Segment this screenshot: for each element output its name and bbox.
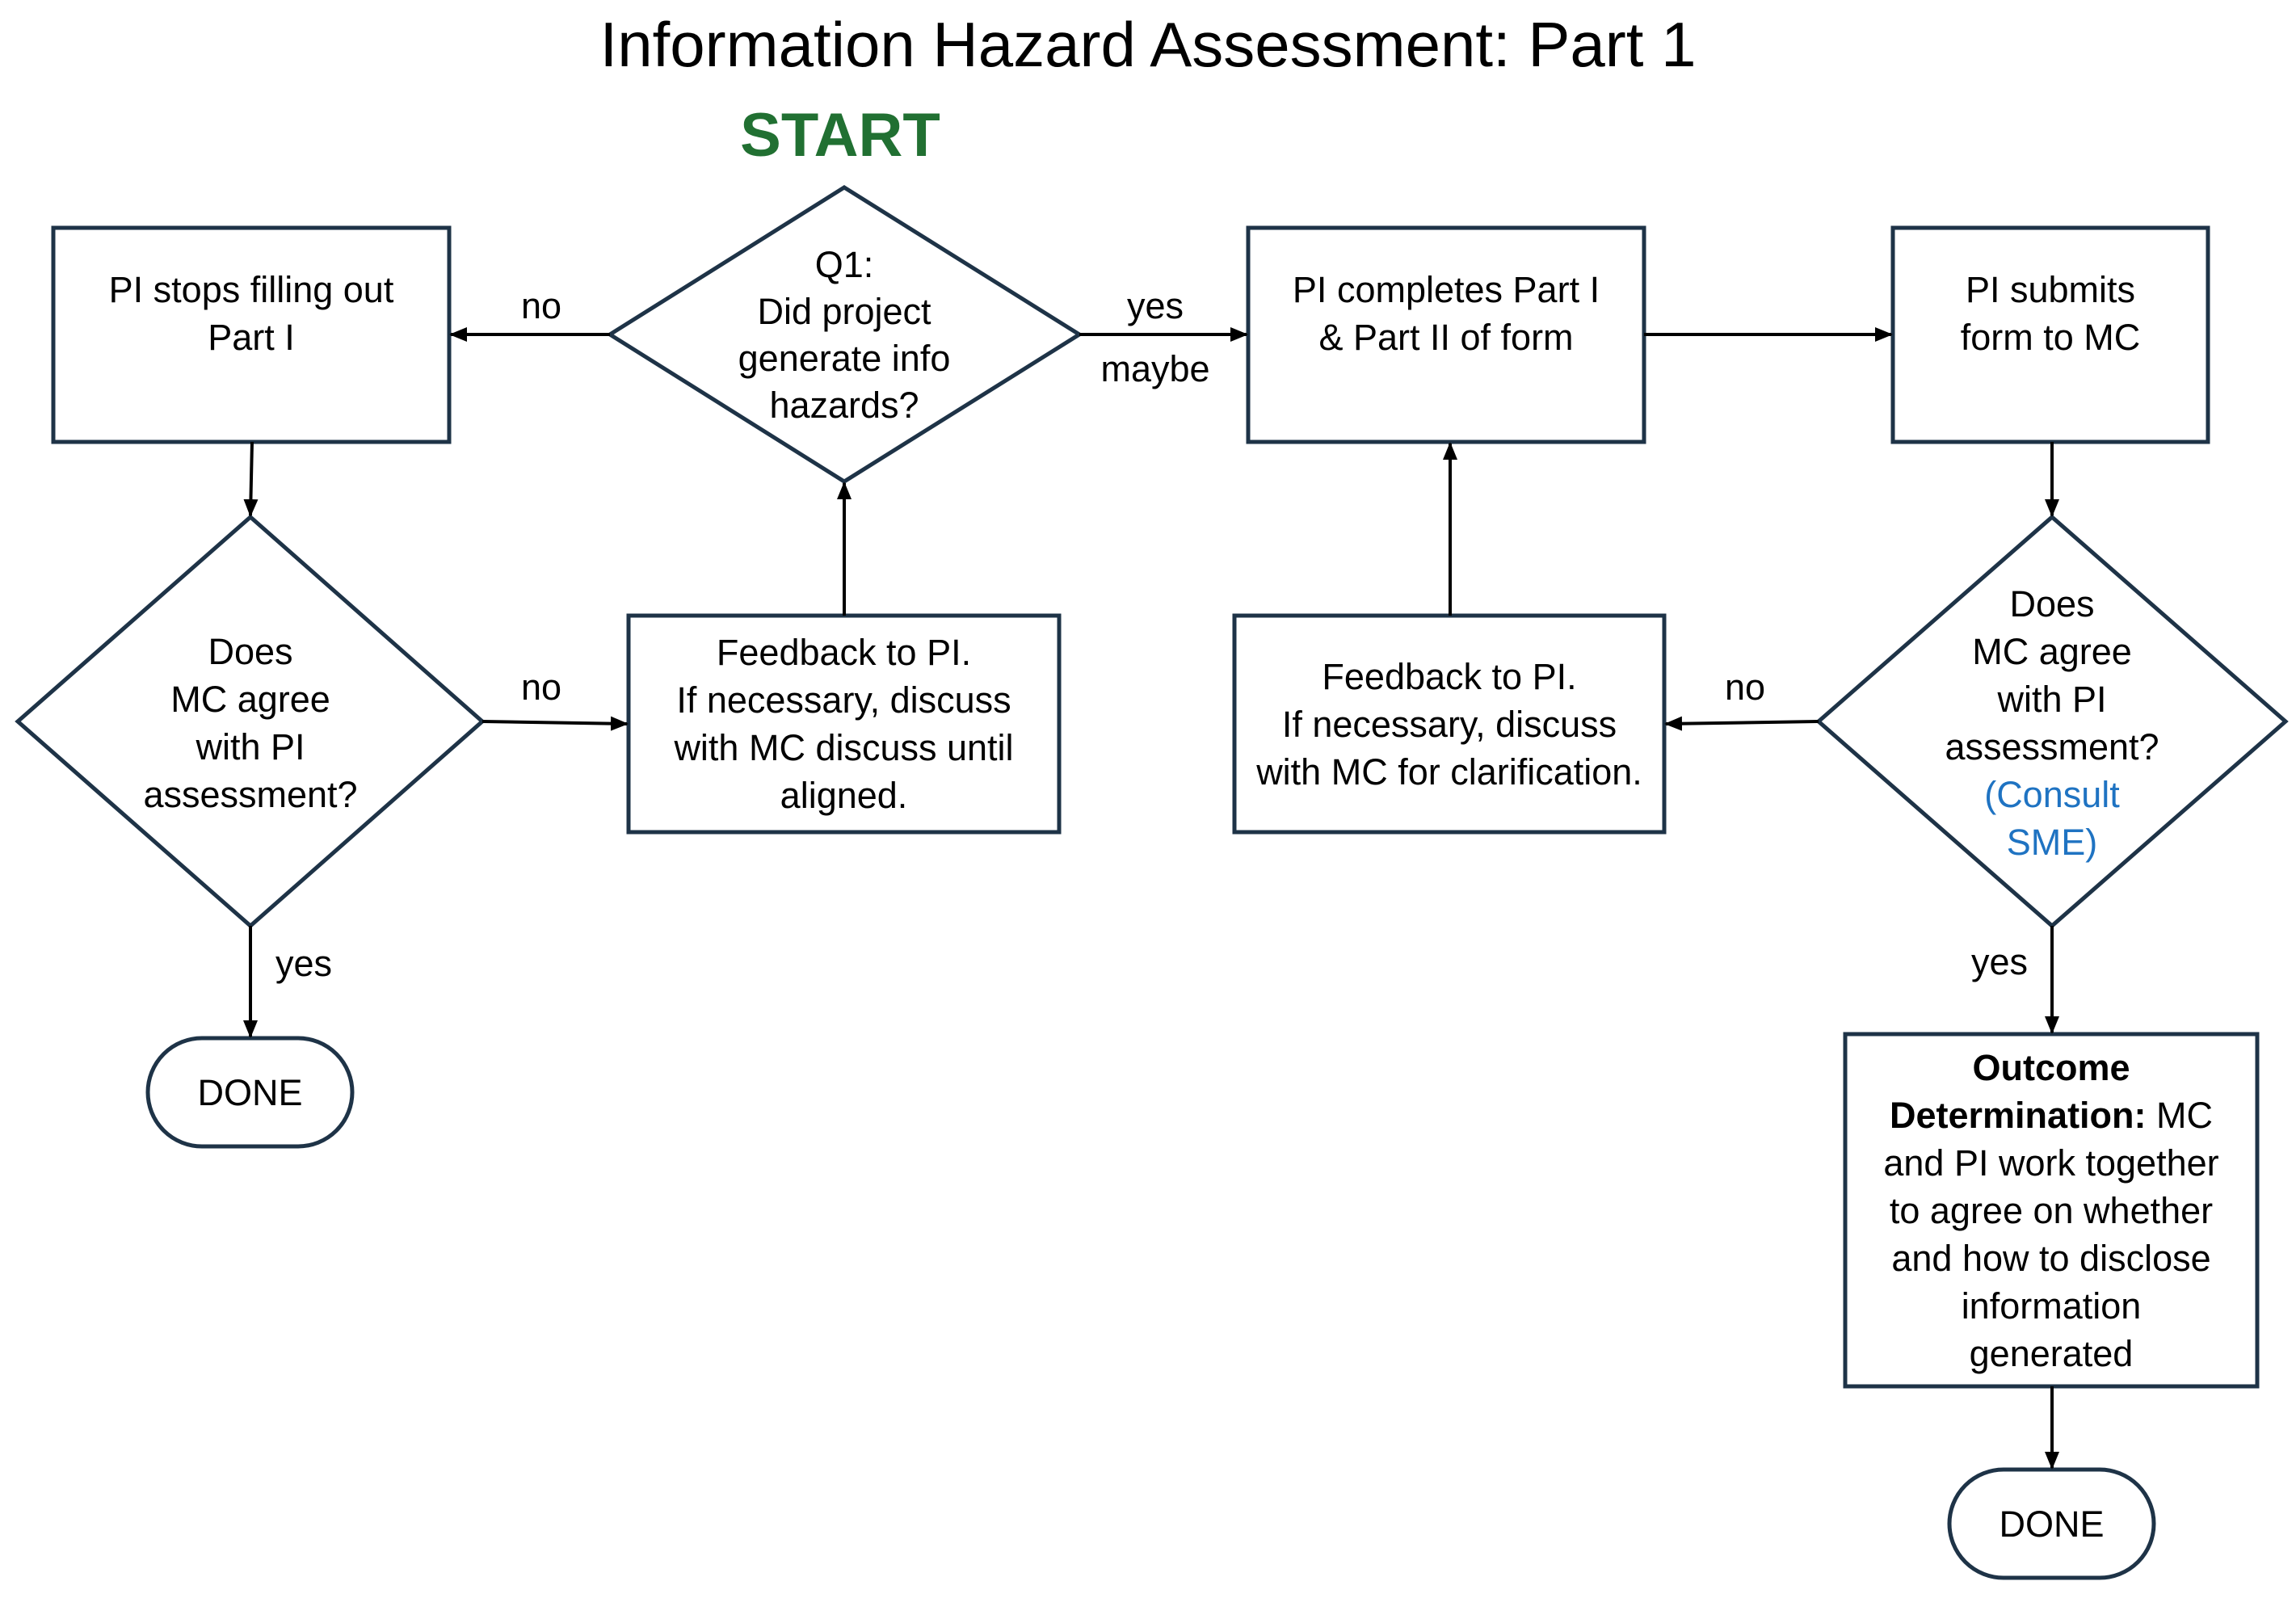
mc-agree-right-line-4: assessment? <box>1945 726 2159 767</box>
q1-line-1: Q1: <box>814 244 874 285</box>
done-right-terminal: DONE <box>1999 1503 2105 1545</box>
feedback-right-box-shape <box>1232 613 1667 835</box>
pi-submits-box: PI submits form to MC <box>1893 228 2208 399</box>
consult-sme-line-1: (Consult <box>1984 774 2120 815</box>
outcome-determination-box: Outcome Determination: MC and PI work to… <box>1845 1034 2257 1386</box>
outcome-line-2-rest: MC <box>2146 1094 2214 1136</box>
pi-stops-line-1: PI stops filling out <box>108 269 394 310</box>
pi-stops-box-shape <box>51 225 452 444</box>
pi-stops-line-2: Part I <box>208 317 295 358</box>
feedback-left-box-shape <box>626 613 1062 835</box>
feedback-right-line-2: If necessary, discuss <box>1281 703 1617 745</box>
mc-agree-right-line-3: with PI <box>1997 679 2107 720</box>
edge-label-left-yes: yes <box>275 943 333 984</box>
q1-decision: Q1: Did project generate info hazards? <box>691 234 998 436</box>
consult-sme-line-2: SME) <box>2006 822 2098 863</box>
edge-label-q1-maybe: maybe <box>1100 348 1210 389</box>
edge-label-q1-no: no <box>520 285 562 326</box>
outcome-box-shape <box>1843 1032 2260 1389</box>
done-left-terminal: DONE <box>197 1071 303 1113</box>
outcome-line-6: information <box>1961 1285 2142 1327</box>
feedback-right-box: Feedback to PI. If necessary, discuss wi… <box>1234 616 1664 832</box>
mc-agree-left-line-4: assessment? <box>143 774 358 815</box>
mc-agree-left-decision: Does MC agree with PI assessment? <box>89 622 412 824</box>
outcome-line-3: and PI work together <box>1883 1142 2219 1184</box>
edge-label-q1-yes: yes <box>1126 285 1184 326</box>
mc-agree-left-line-2: MC agree <box>170 679 330 720</box>
outcome-line-5: and how to disclose <box>1891 1237 2211 1279</box>
mc-agree-left-line-3: with PI <box>196 726 305 767</box>
outcome-bold-2: Determination: <box>1889 1094 2147 1136</box>
pi-completes-line-2: & Part II of form <box>1318 317 1574 358</box>
pi-submits-box-shape <box>1890 225 2210 444</box>
feedback-left-line-1: Feedback to PI. <box>716 632 972 673</box>
feedback-left-line-2: If necessary, discuss <box>676 679 1011 721</box>
pi-completes-box-shape <box>1246 225 1646 444</box>
q1-line-4: hazards? <box>769 385 919 426</box>
q1-line-3: generate info <box>738 338 951 379</box>
start-label: START <box>740 101 940 170</box>
q1-line-2: Did project <box>757 291 931 332</box>
mc-agree-left-line-1: Does <box>208 631 293 672</box>
edge-label-left-no: no <box>520 667 562 708</box>
mc-agree-right-decision: Does MC agree with PI assessment? (Consu… <box>1890 574 2214 873</box>
outcome-line-7: generated <box>1969 1332 2134 1374</box>
done-right-shape <box>1947 1467 2156 1580</box>
feedback-left-line-3: with MC discuss until <box>674 727 1014 768</box>
arrow-mc-agree-right-to-feedback <box>1664 716 1819 731</box>
feedback-right-line-1: Feedback to PI. <box>1322 655 1577 697</box>
edge-label-right-yes: yes <box>1970 941 2029 982</box>
feedback-left-box: Feedback to PI. If necessary, discuss wi… <box>629 616 1059 832</box>
pi-completes-line-1: PI completes Part I <box>1292 269 1600 310</box>
outcome-line-4: to agree on whether <box>1889 1189 2214 1231</box>
pi-submits-line-1: PI submits <box>1965 269 2136 310</box>
diagram-title: Information Hazard Assessment: Part 1 <box>599 9 1697 80</box>
done-left-shape <box>145 1036 355 1149</box>
feedback-right-line-3: with MC for clarification. <box>1256 751 1642 793</box>
arrow-pi-stops-to-mc-agree <box>243 441 259 517</box>
edge-label-right-no: no <box>1724 667 1766 708</box>
mc-agree-right-line-1: Does <box>2009 583 2095 624</box>
pi-submits-line-2: form to MC <box>1960 317 2141 358</box>
outcome-bold-1: Outcome <box>1972 1046 2130 1088</box>
mc-agree-right-line-2: MC agree <box>1972 631 2132 672</box>
feedback-left-line-4: aligned. <box>780 775 908 816</box>
pi-stops-box: PI stops filling out Part I <box>53 228 449 399</box>
arrow-mc-agree-left-to-feedback <box>481 716 629 731</box>
pi-completes-box: PI completes Part I & Part II of form <box>1248 228 1644 399</box>
